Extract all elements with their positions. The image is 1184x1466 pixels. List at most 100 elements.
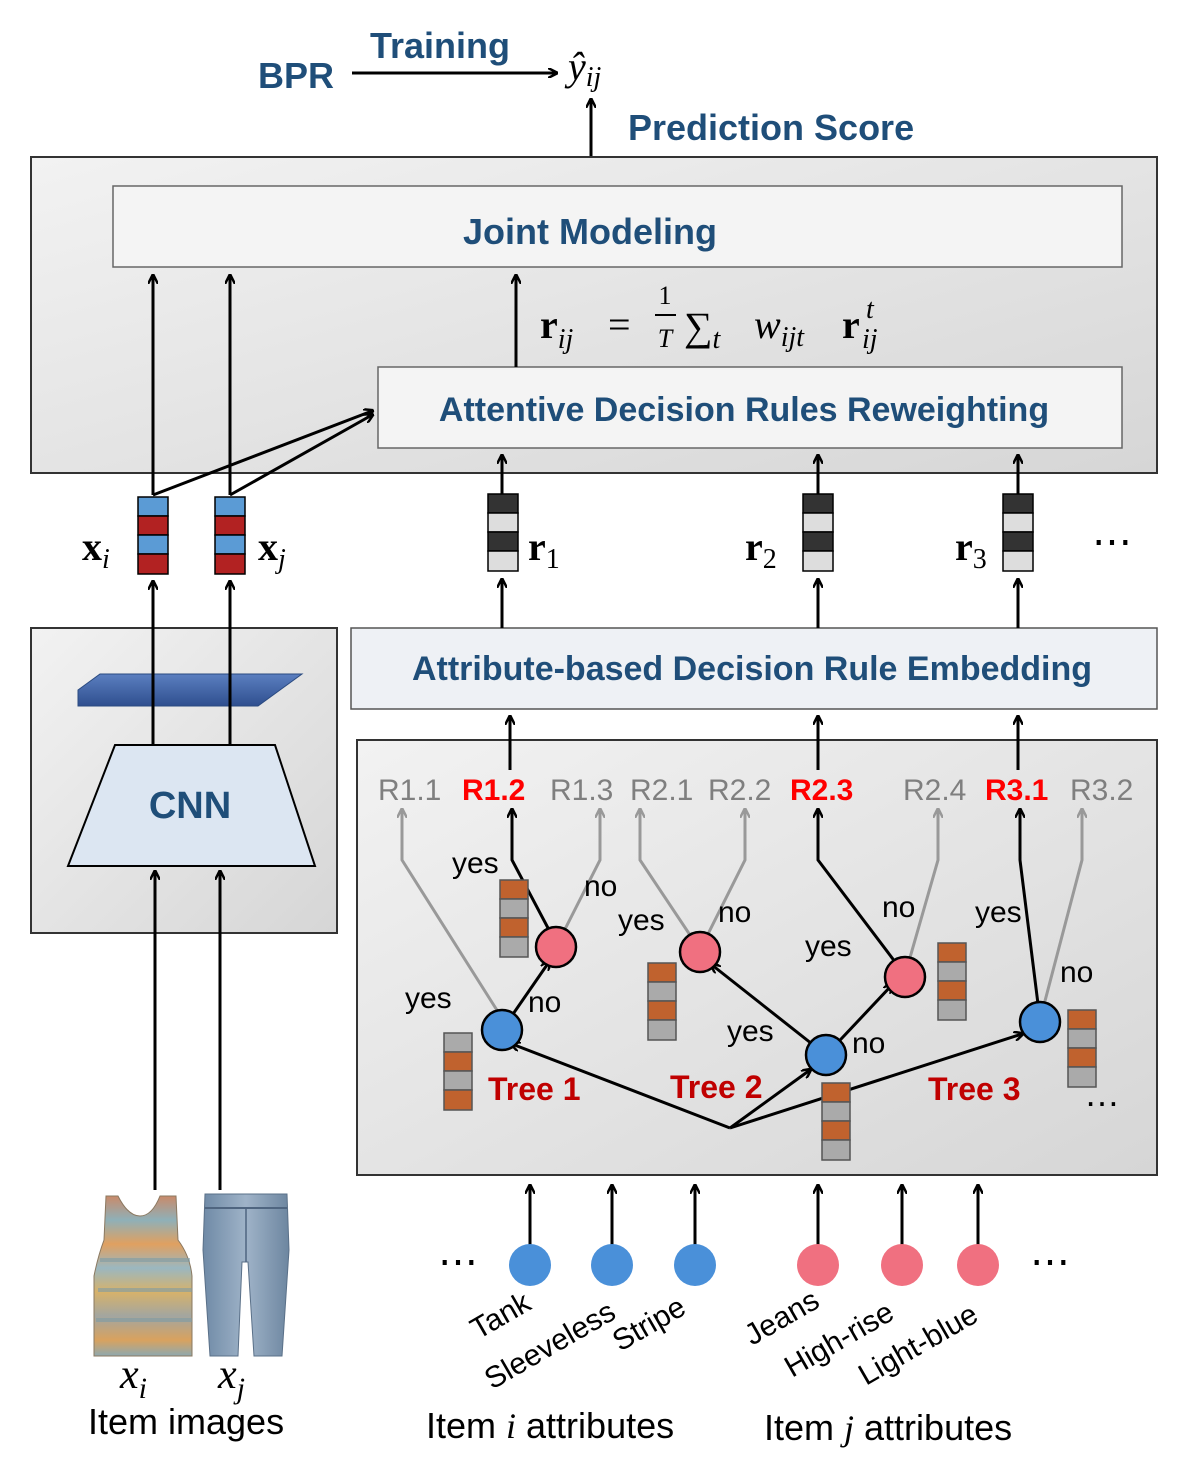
formula-rule-sub: ij (862, 324, 878, 355)
mini-vector (937, 942, 967, 1021)
yes-label: yes (727, 1015, 774, 1048)
attribute-node-i (674, 1244, 716, 1286)
bpr-label: BPR (258, 55, 334, 96)
no-label: no (1060, 956, 1093, 989)
arrow-xj-to-attentive (229, 415, 372, 497)
tree-ellipsis: … (1084, 1073, 1120, 1114)
formula-rule-sup: t (866, 294, 875, 325)
mini-vector (1067, 1009, 1097, 1088)
formula-lhs: rij (540, 302, 574, 355)
label-xi: xi (82, 524, 110, 575)
rule-label-active: R1.2 (462, 774, 525, 807)
item-images-caption: Item images (88, 1401, 284, 1442)
attribute-name: Stripe (607, 1290, 691, 1358)
tree-mini-vectors (443, 879, 1097, 1161)
attribute-node-j (881, 1244, 923, 1286)
prediction-symbol: ŷij (564, 44, 602, 93)
attribute-name: Tank (465, 1285, 537, 1346)
yes-label: yes (405, 982, 452, 1015)
tree1-edge-to-r13 (555, 810, 600, 946)
cnn-trapezoid (66, 744, 317, 867)
aggregation-formula: rij = 1 T ∑t wijt r t ij (540, 281, 878, 355)
yes-label: yes (452, 847, 499, 880)
attribute-ellipsis-right: ⋯ (1030, 1239, 1070, 1284)
embedding-box (350, 627, 1158, 710)
rule-label-active: R2.3 (790, 774, 853, 807)
cnn-label: CNN (149, 785, 231, 827)
no-label: no (584, 870, 617, 903)
attribute-node-j (957, 1244, 999, 1286)
formula-equals: = (608, 302, 631, 347)
label-xj: xj (258, 524, 286, 575)
formula-denominator: T (658, 324, 674, 353)
vector-ellipsis: ⋯ (1092, 519, 1132, 564)
formula-numerator: 1 (659, 281, 672, 310)
embedding-label: Attribute-based Decision Rule Embedding (412, 650, 1092, 688)
input-to-tree2 (729, 1070, 810, 1130)
item-image-jeans (202, 1193, 290, 1357)
rule-label: R3.2 (1070, 774, 1133, 807)
rule-label: R1.1 (378, 774, 441, 807)
tree3-edge-to-r31 (1020, 810, 1042, 1021)
tree2-right-node (883, 955, 927, 999)
tree2-root-node (804, 1033, 848, 1077)
tree2-left-node (678, 930, 722, 974)
training-label: Training (370, 25, 510, 66)
prediction-score-label: Prediction Score (628, 107, 914, 148)
input-to-tree1 (512, 1044, 731, 1130)
attribute-names: Tank Sleeveless Stripe Jeans High-rise L… (465, 1283, 984, 1396)
rule-label: R2.4 (903, 774, 966, 807)
vector-r2 (802, 493, 834, 572)
attribute-node-i (591, 1244, 633, 1286)
no-label: no (852, 1027, 885, 1060)
no-label: no (882, 891, 915, 924)
tree-edges (402, 810, 1082, 1130)
attribute-arrows (530, 1186, 978, 1245)
tree1-child-node (534, 925, 578, 969)
rule-label-active: R3.1 (985, 774, 1048, 807)
tree2-edge-root-to-left (712, 965, 827, 1057)
tree2-edge-to-r22 (698, 810, 745, 951)
yes-label: yes (805, 930, 852, 963)
mini-vector (821, 1082, 851, 1161)
yes-label: yes (618, 904, 665, 937)
vector-r3 (1002, 493, 1034, 572)
attentive-label: Attentive Decision Rules Reweighting (439, 391, 1049, 429)
input-to-tree3 (729, 1034, 1022, 1130)
tree1-label: Tree 1 (488, 1071, 581, 1107)
tree3-label: Tree 3 (928, 1071, 1021, 1107)
joint-modeling-label: Joint Modeling (463, 211, 717, 252)
mini-vector (647, 962, 677, 1041)
tree1-edge-to-r12 (512, 810, 559, 946)
mini-vector (443, 1032, 473, 1111)
rule-label: R2.2 (708, 774, 771, 807)
item-image-tank (93, 1195, 193, 1357)
mini-vector (499, 879, 529, 958)
rule-label: R2.1 (630, 774, 693, 807)
vector-xj (214, 496, 246, 575)
branch-labels: yes no yes no yes no yes no yes no yes n… (405, 847, 1093, 1060)
tree2-edge-to-r23 (818, 810, 907, 976)
vector-labels: xi xj r1 r2 r3 ⋯ (82, 519, 1132, 575)
formula-rule-term: r (842, 302, 860, 347)
image-label-xj: xj (217, 1352, 245, 1405)
attentive-box (377, 366, 1123, 449)
yes-label: yes (975, 896, 1022, 929)
vector-r1 (487, 493, 519, 572)
tree2-edge-to-r24 (903, 810, 938, 976)
feature-layer (77, 673, 304, 707)
attribute-ellipsis-left: ⋯ (438, 1239, 478, 1284)
tree2-label: Tree 2 (670, 1069, 763, 1105)
tree1-root-node (480, 1008, 524, 1052)
tree3-root-node (1018, 1000, 1062, 1044)
formula-sum: ∑t (684, 304, 722, 355)
no-label: no (718, 896, 751, 929)
rule-labels: R1.1 R1.2 R1.3 R2.1 R2.2 R2.3 R2.4 R3.1 … (378, 774, 1133, 807)
label-r2: r2 (745, 524, 777, 575)
label-r3: r3 (955, 524, 987, 575)
item-j-attributes-caption: Item j attributes (764, 1407, 1012, 1448)
arrow-xi-to-attentive (152, 411, 372, 497)
tree1-edge-to-r11 (402, 810, 502, 1016)
tree3-edge-to-r32 (1038, 810, 1082, 1021)
